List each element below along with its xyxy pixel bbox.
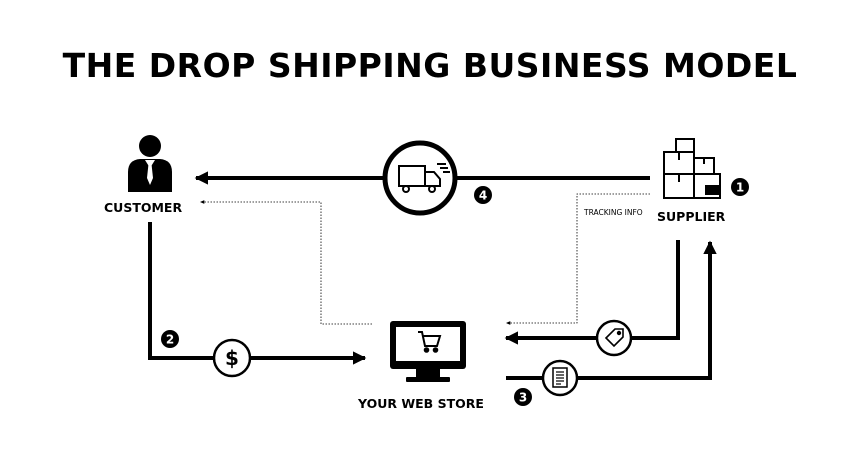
payment-badge: $ [212,338,252,378]
monitor-icon [390,321,466,382]
supplier-label: SUPPLIER [657,209,726,224]
price-tag-icon [604,328,624,348]
arrow-customer-to-store [148,222,367,365]
customer-label: CUSTOMER [104,200,183,215]
step-badge-2: 2 [161,330,179,348]
step-badge-3: 3 [514,388,532,406]
price-tag-badge [595,319,633,357]
invoice-badge [541,359,579,397]
customer-icon [128,135,172,192]
web-store-label: YOUR WEB STORE [358,396,484,411]
page-title: THE DROP SHIPPING BUSINESS MODEL [62,46,798,85]
arrow-supplier-to-store [504,240,680,345]
step-badge-4: 4 [474,186,492,204]
step-number-4: 4 [479,189,487,203]
step-number-1: 1 [736,181,744,195]
step-number-2: 2 [166,333,174,347]
step-number-3: 3 [519,391,527,405]
cart-icon [418,331,442,353]
step-badge-1: 1 [731,178,749,196]
invoice-icon [552,367,568,388]
tracking-info-label: TRACKING INFO [584,208,643,217]
dollar-icon: $ [225,346,239,370]
truck-badge [382,140,458,216]
tracking-line-to-store [506,193,650,325]
tracking-line-to-customer [200,200,372,325]
boxes-icon [663,138,721,199]
truck-icon [398,163,450,193]
